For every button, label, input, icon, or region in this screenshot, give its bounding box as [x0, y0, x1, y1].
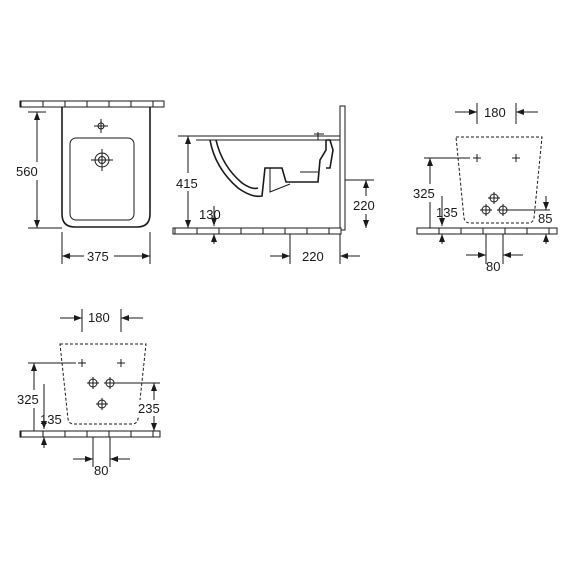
back-top-outline [455, 136, 543, 224]
side-height-dimension: 415 [176, 176, 198, 191]
back-view-top: 180 325 135 [412, 103, 558, 274]
back-top-floor [416, 227, 558, 235]
drain-icon [91, 149, 113, 171]
side-view: 415 130 220 220 [172, 105, 382, 264]
tap-hole-icon [94, 119, 108, 133]
back-bottom-outline [59, 343, 147, 425]
back-bottom-height-dimension: 325 [17, 392, 39, 407]
back-top-height-dimension: 325 [413, 186, 435, 201]
mounting-hole-icon [78, 359, 125, 367]
front-bidet-outline [61, 107, 151, 228]
back-bottom-lower-dimension: 135 [40, 412, 62, 427]
side-right-height-dimension: 220 [353, 198, 375, 213]
front-view: 560 375 [14, 100, 165, 264]
back-top-spacing-dimension: 180 [484, 105, 506, 120]
back-bottom-spacing-dimension: 180 [88, 310, 110, 325]
front-width-dimension: 375 [87, 249, 109, 264]
mounting-hole-icon [473, 154, 520, 162]
front-bowl-inner [69, 137, 135, 221]
back-bottom-floor [19, 430, 161, 438]
back-bottom-bottom-spacing-dimension: 80 [94, 463, 108, 478]
back-top-lower-dimension: 135 [436, 205, 458, 220]
back-bottom-right-dimension: 235 [138, 401, 160, 416]
front-wall-slab [19, 100, 165, 108]
side-bidet-body [209, 139, 327, 198]
back-top-right-dimension: 85 [538, 211, 552, 226]
back-top-bottom-spacing-dimension: 80 [486, 259, 500, 274]
connection-hole-icon [87, 377, 116, 410]
side-lower-height-dimension: 130 [199, 207, 221, 222]
side-floor [172, 227, 342, 235]
side-depth-dimension: 220 [302, 249, 324, 264]
connection-hole-icon [480, 192, 509, 216]
back-view-bottom: 180 325 135 [16, 309, 168, 478]
side-wall [339, 105, 346, 231]
front-height-dimension: 560 [16, 164, 38, 179]
